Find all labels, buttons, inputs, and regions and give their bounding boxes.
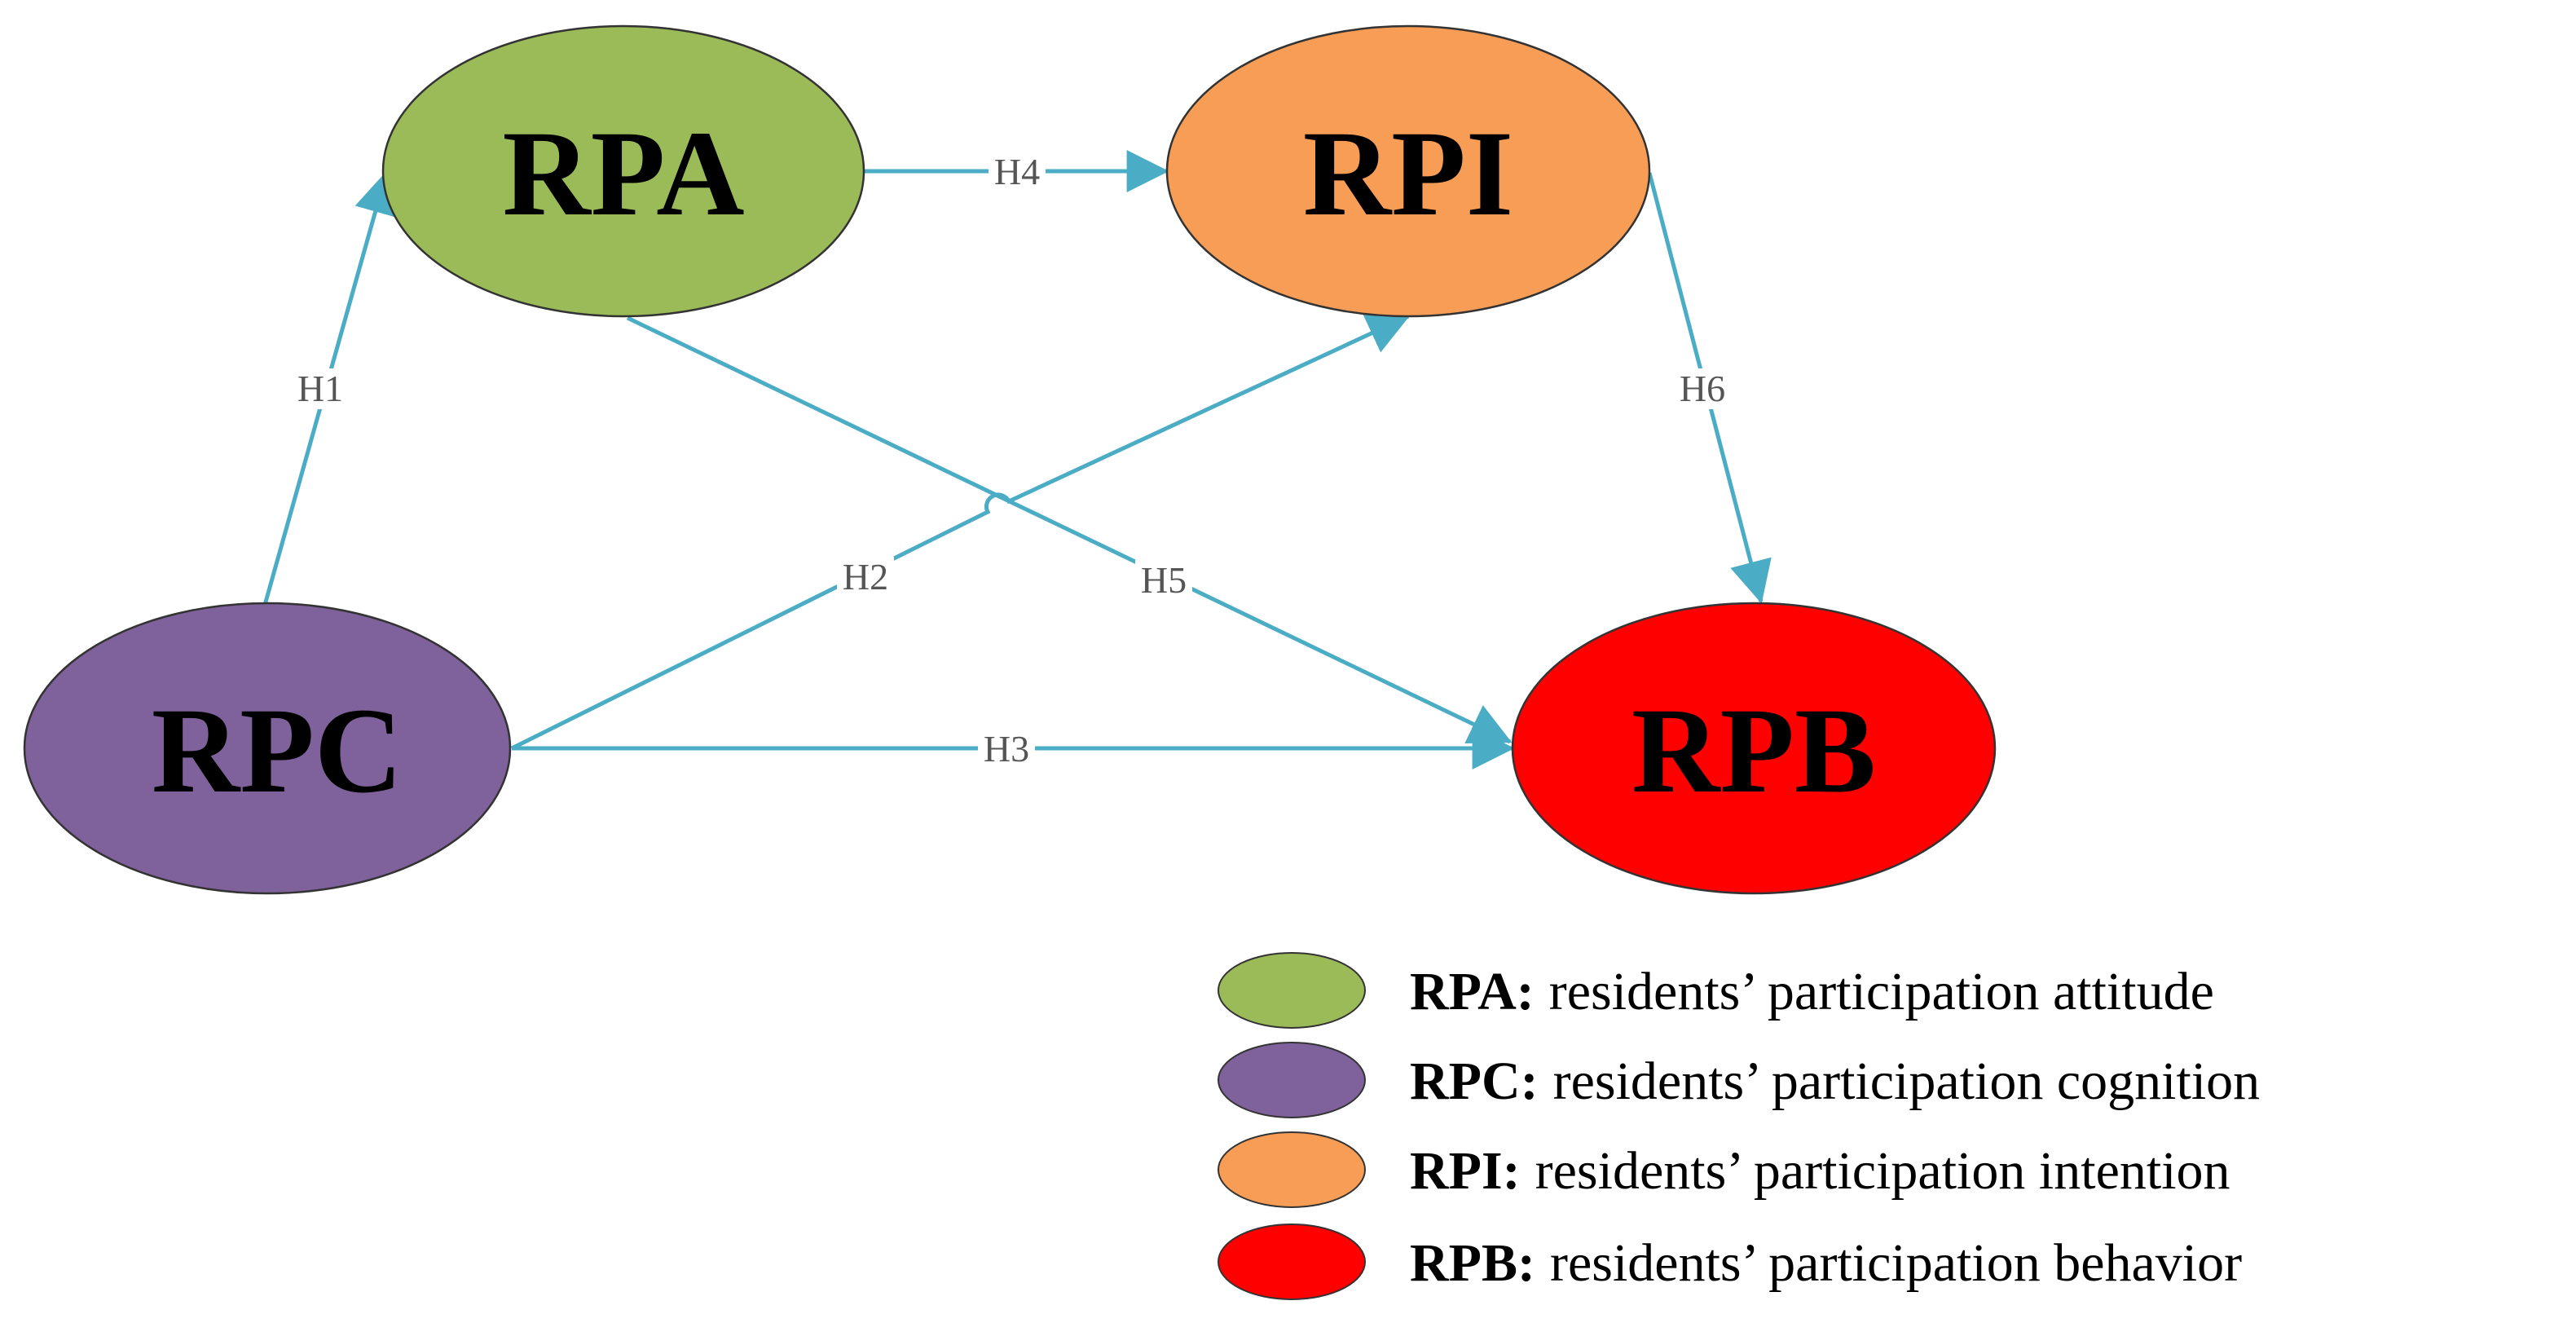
legend-desc-rpc: residents’ participation cognition [1553,1052,2261,1111]
node-rpi[interactable]: RPI [1165,24,1651,318]
edge-h5-label: H5 [1141,559,1187,601]
edge-h5-label-group: H5 [1135,559,1192,601]
legend-swatch-rpc [1218,1042,1366,1118]
legend-desc-rpb: residents’ participation behavior [1550,1233,2242,1293]
edge-h2-label: H2 [843,556,888,597]
legend: RPA: residents’ participation attitude R… [1218,952,2260,1300]
node-rpi-label: RPI [1303,106,1513,241]
node-rpb-ellipse [1511,602,1997,895]
edge-h6-label: H6 [1680,368,1725,409]
node-rpc[interactable]: RPC [23,602,512,895]
edge-h6-label-group: H6 [1674,368,1731,409]
legend-text-rpb: RPB: residents’ participation behavior [1410,1233,2242,1293]
node-rpi-ellipse [1165,24,1651,318]
edge-h5-label-bg [1135,560,1192,601]
legend-item-rpb: RPB: residents’ participation behavior [1218,1224,2242,1300]
legend-key-rpb: RPB: [1410,1233,1535,1293]
legend-key-rpc: RPC: [1410,1052,1539,1111]
legend-key-rpi: RPI: [1410,1141,1521,1201]
edge-h2-label-bg [837,557,894,597]
edge-h2-line [510,314,1411,751]
edge-h3-label: H3 [984,728,1029,769]
edge-h4-label-group: H4 [989,151,1046,192]
edge-h4-label: H4 [994,151,1040,192]
edge-h6-label-bg [1674,368,1731,409]
legend-item-rpa: RPA: residents’ participation attitude [1218,952,2214,1029]
nodes: RPA RPI RPC RPB [23,24,1997,895]
legend-text-rpa: RPA: residents’ participation attitude [1410,962,2214,1021]
edge-h3-label-bg [978,729,1035,769]
edge-h3-label-group: H3 [978,728,1035,769]
node-rpc-ellipse [23,602,512,895]
legend-desc-rpi: residents’ participation intention [1535,1141,2230,1201]
legend-text-rpi: RPI: residents’ participation intention [1410,1141,2230,1201]
legend-swatch-rpi [1218,1131,1366,1208]
node-rpc-label: RPC [152,683,403,818]
node-rpa-ellipse [381,24,865,318]
node-rpb[interactable]: RPB [1511,602,1997,895]
node-rpa-label: RPA [502,106,744,241]
edge-h5-line [626,315,1513,744]
legend-desc-rpa: residents’ participation attitude [1549,962,2214,1021]
legend-text-rpc: RPC: residents’ participation cognition [1410,1052,2260,1111]
edge-h1-label: H1 [297,368,343,409]
legend-swatch-rpb [1218,1224,1366,1300]
legend-item-rpc: RPC: residents’ participation cognition [1218,1042,2260,1118]
edge-labels: H1 H4 H6 H2 H5 H3 [295,151,1731,769]
edge-h1-label-bg [295,368,346,409]
node-rpb-label: RPB [1631,683,1876,818]
node-rpa[interactable]: RPA [381,24,865,318]
edge-h1-label-group: H1 [295,368,346,409]
edge-h2-label-group: H2 [837,556,894,597]
edge-h4-label-bg [989,152,1046,192]
legend-swatch-rpa [1218,952,1366,1029]
legend-key-rpa: RPA: [1410,962,1535,1021]
legend-item-rpi: RPI: residents’ participation intention [1218,1131,2230,1208]
